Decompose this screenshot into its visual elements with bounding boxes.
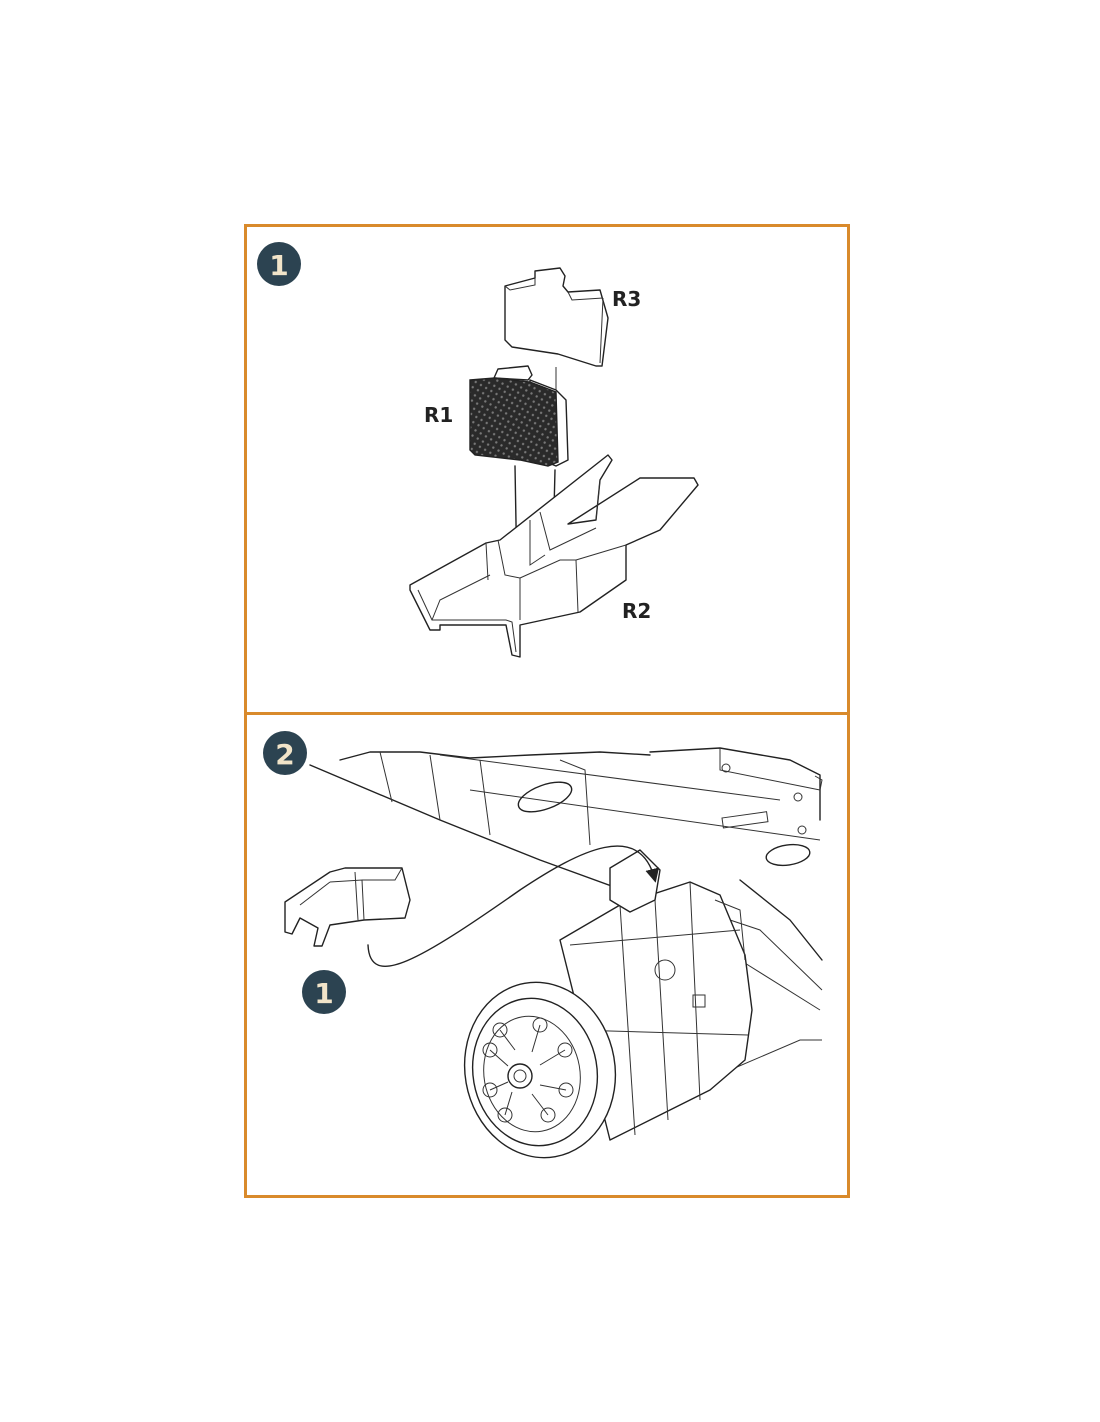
- engine-nacelle-illustration: [463, 849, 753, 1159]
- step1-badge: 1: [257, 242, 301, 286]
- part-r1: [469, 365, 569, 467]
- label-r3: R3: [612, 287, 641, 311]
- part-r2: [409, 454, 699, 658]
- engine-cylinders: [482, 1017, 574, 1123]
- part-r3: [504, 267, 609, 367]
- label-r1: R1: [424, 403, 453, 427]
- steps-frame: [244, 224, 850, 1198]
- step2-sub-badge-number: 1: [314, 977, 333, 1010]
- step1-badge-number: 1: [269, 249, 288, 282]
- arrow-to-nacelle: [367, 845, 660, 967]
- step2-sub-badge: 1: [302, 970, 346, 1014]
- step2-badge-number: 2: [275, 738, 294, 771]
- assembled-part-1: [284, 867, 411, 947]
- step-divider: [247, 712, 847, 715]
- aircraft-wing-illustration: [309, 747, 823, 1071]
- step2-badge: 2: [263, 731, 307, 775]
- label-r2: R2: [622, 599, 651, 623]
